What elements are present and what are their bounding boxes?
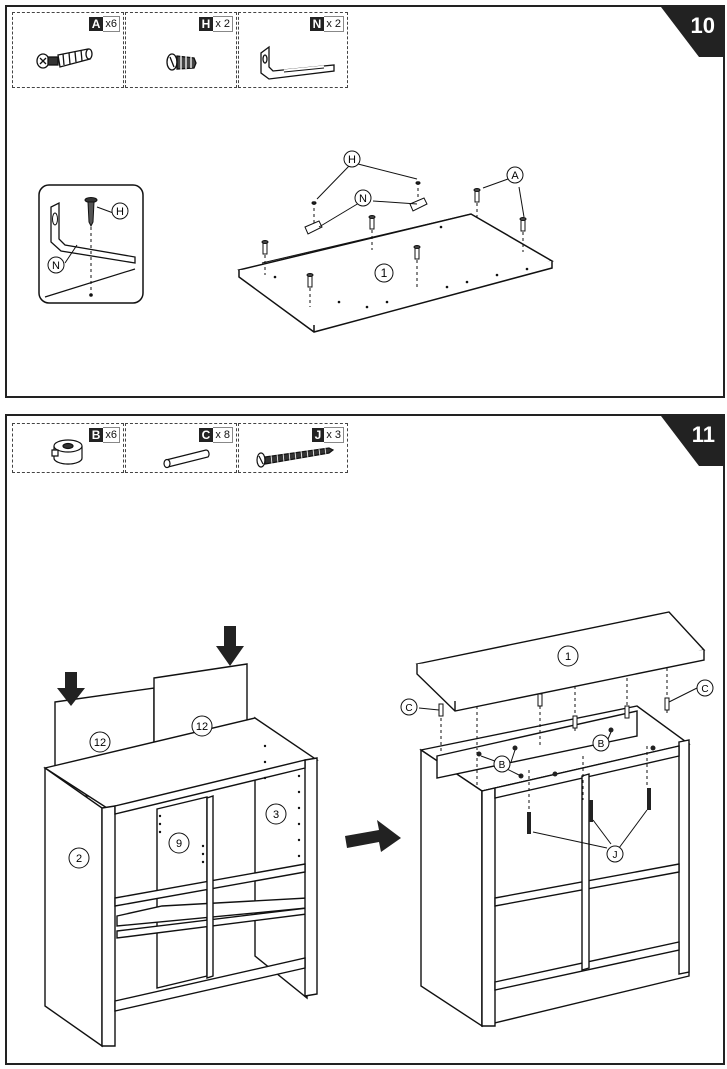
hardware-tag: H x 2 — [198, 16, 233, 32]
hardware-qty: x6 — [103, 427, 120, 443]
left-cabinet — [43, 663, 319, 1048]
cam-bolt-icon — [36, 48, 93, 69]
step-11-panel: 11 B x6 C x 8 — [5, 414, 725, 1065]
hardware-letter: A — [88, 17, 104, 31]
hardware-box-a: A x6 — [12, 12, 124, 88]
hardware-box-j: J x 3 — [238, 423, 348, 473]
hardware-tag: A x6 — [88, 16, 120, 32]
callout-leaders — [64, 163, 525, 264]
callout-leaders-11 — [418, 687, 698, 849]
hardware-box-b: B x6 — [12, 423, 124, 473]
step-10-panel: 10 A x6 H x 2 — [5, 5, 725, 398]
screws-j — [527, 788, 651, 834]
hardware-letter: H — [198, 17, 214, 31]
hardware-qty: x6 — [103, 16, 120, 32]
next-arrow — [345, 820, 401, 852]
hardware-tag: C x 8 — [198, 427, 233, 443]
hardware-qty: x 2 — [324, 16, 344, 32]
top-panel-1 — [237, 213, 554, 333]
step-11-drawing — [43, 611, 706, 1048]
top-dots — [273, 225, 529, 309]
cam-locks-b — [476, 727, 656, 779]
hardware-letter: J — [311, 428, 325, 442]
wood-dowel-icon — [163, 449, 210, 469]
hardware-box-h: H x 2 — [125, 12, 237, 88]
badge-shape — [661, 7, 723, 57]
hardware-box-c: C x 8 — [125, 423, 237, 473]
screw-icon — [166, 53, 197, 71]
cam-lock-icon — [51, 439, 83, 465]
hole-dots-left — [158, 744, 301, 864]
hardware-box-n: N x 2 — [238, 12, 348, 88]
step-number: 11 — [691, 422, 715, 447]
hardware-tag: J x 3 — [311, 427, 344, 443]
hardware-letter: B — [88, 428, 104, 442]
step-number-badge: 11 — [651, 416, 723, 466]
hardware-qty: x 3 — [324, 427, 344, 443]
dowels-c — [438, 693, 670, 729]
hardware-tag: B x6 — [88, 427, 120, 443]
hardware-letter: N — [309, 17, 325, 31]
l-bracket-icon — [260, 45, 335, 80]
bracket-detail-inset — [38, 184, 144, 304]
hardware-qty: x 2 — [213, 16, 233, 32]
insert-arrows — [57, 626, 244, 706]
top-fasteners — [261, 181, 527, 307]
step-number: 10 — [690, 13, 715, 38]
long-screw-icon — [256, 447, 335, 468]
step-number-badge: 10 — [651, 7, 723, 57]
badge-shape — [661, 416, 723, 466]
hardware-letter: C — [198, 428, 214, 442]
right-cabinet — [415, 611, 706, 1028]
hardware-qty: x 8 — [213, 427, 233, 443]
step-10-drawing — [38, 163, 554, 333]
hardware-tag: N x 2 — [309, 16, 344, 32]
